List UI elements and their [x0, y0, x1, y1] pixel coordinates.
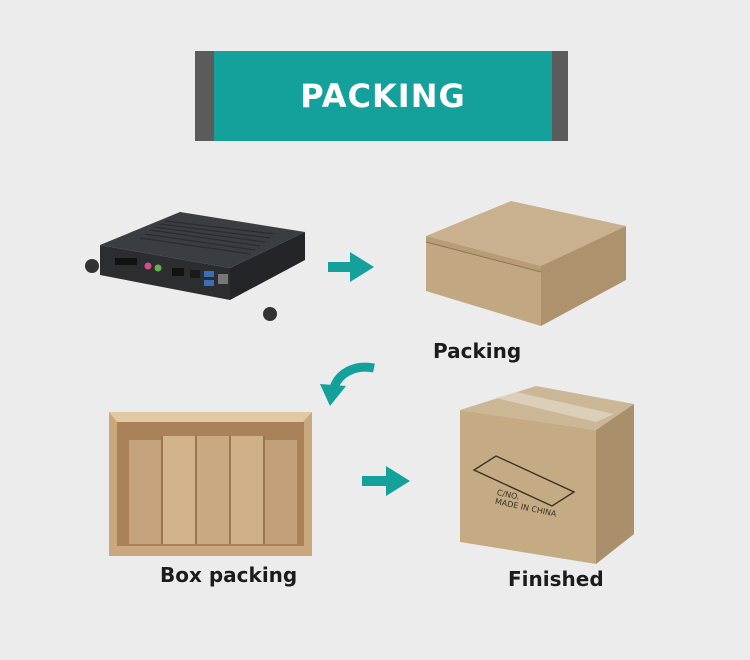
caption-box-packing: Box packing — [160, 563, 298, 587]
banner: PACKING — [214, 51, 552, 141]
page-title: PACKING — [300, 77, 466, 115]
arrow-right-icon — [328, 252, 376, 282]
caption-packing: Packing — [433, 339, 522, 363]
curved-arrow-icon — [316, 360, 378, 410]
mailer-box-image — [416, 196, 631, 331]
caption-finished: Finished — [508, 567, 604, 591]
mini-pc-image — [80, 200, 310, 330]
open-box-image — [107, 408, 317, 560]
arrow-right-icon — [362, 466, 412, 496]
sealed-carton-image: C/NO. MADE IN CHINA — [456, 384, 636, 564]
